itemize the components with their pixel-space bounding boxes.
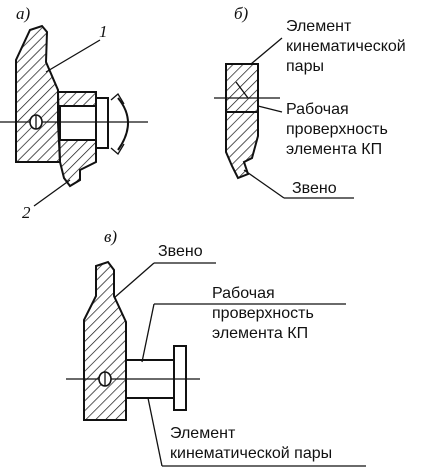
panel-b-surface-leader	[257, 105, 283, 113]
panel-a: а) 1 2	[0, 4, 148, 222]
panel-a-link	[15, 24, 62, 163]
panel-b-surface-label: Рабочая проверхность элемента КП	[286, 101, 392, 158]
panel-v: в) Звено Рабочая проверхность элемента К…	[66, 227, 366, 467]
panel-v-surface-label: Рабочая проверхность элемента КП	[212, 285, 318, 342]
rotation-arrow-head-top	[110, 93, 125, 105]
panel-v-link-leader-diag	[113, 262, 155, 299]
panel-a-tag: а)	[16, 4, 31, 23]
panel-v-tag: в)	[104, 227, 117, 246]
panel-b-link-leader	[243, 169, 285, 199]
rotation-arrow-icon	[117, 97, 129, 151]
panel-a-hub	[96, 97, 109, 149]
panel-a-shaft	[59, 105, 97, 141]
panel-b-pin-mark	[235, 81, 249, 99]
panel-v-surface-leader-diag	[141, 303, 155, 363]
panel-b-link-label: Звено	[292, 180, 337, 197]
panel-b-link	[225, 111, 259, 180]
callout-1: 1	[99, 22, 108, 41]
panel-v-link	[83, 260, 127, 421]
panel-b-tag: б)	[234, 4, 249, 23]
leader-2	[33, 179, 71, 207]
panel-v-element-leader	[147, 397, 163, 467]
callout-2: 2	[22, 203, 31, 222]
rotation-arrow-head-bottom	[110, 143, 125, 155]
panel-b-element-label: Элемент кинематической пары	[286, 18, 410, 75]
panel-v-link-label: Звено	[158, 243, 203, 260]
panel-b-pair-element	[225, 63, 259, 113]
panel-v-collar	[173, 345, 187, 411]
panel-b-element-leader	[250, 37, 283, 65]
leader-1	[45, 39, 101, 73]
panel-b: б) Элемент кинематической пары Рабочая п…	[214, 4, 410, 199]
panel-v-element-label: Элемент кинематической пары	[170, 425, 332, 462]
